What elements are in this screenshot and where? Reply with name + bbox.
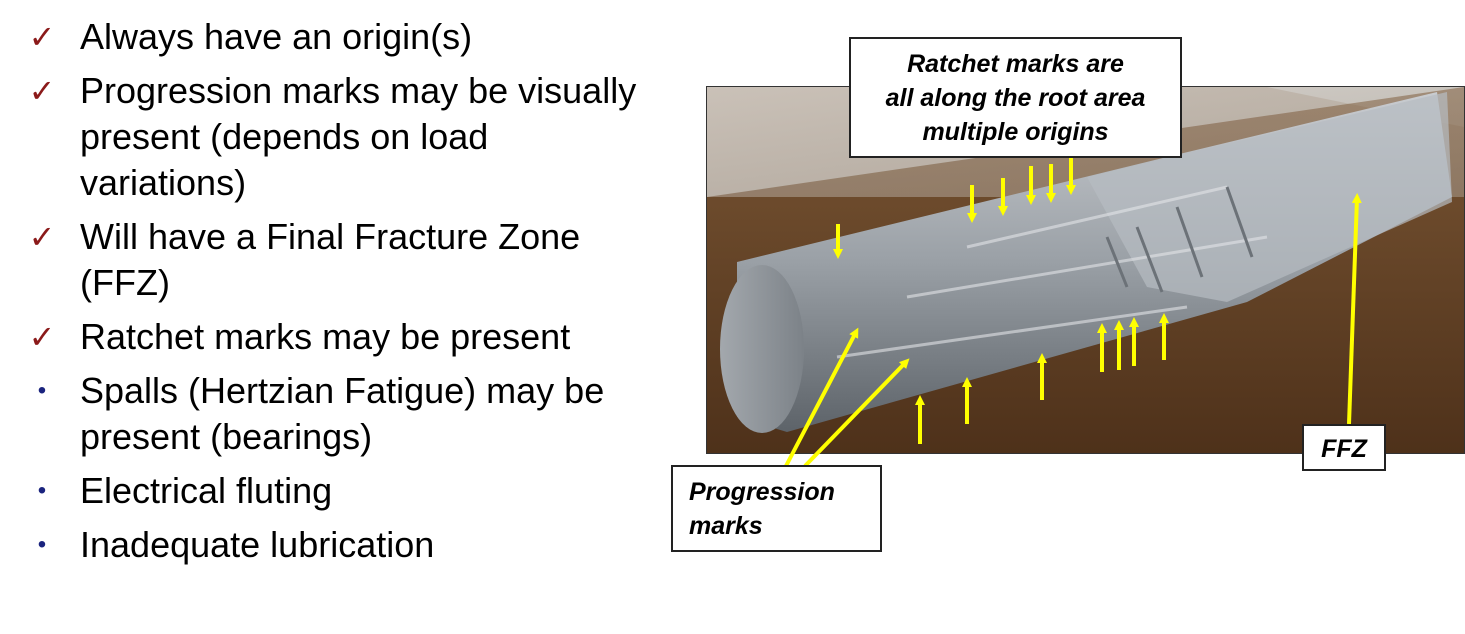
check-icon: ✓ [28,19,56,55]
bullet-text: Always have an origin(s) [80,16,473,57]
bullet-dot-icon: • [37,377,47,404]
ffz-callout: FFZ [1302,424,1386,471]
bullet-text: Inadequate lubrication [80,524,435,565]
bullet-text: Electrical fluting [80,470,333,511]
bullet-dot-icon: • [37,477,47,504]
ratchet-marks-callout: Ratchet marks are all along the root are… [849,37,1182,158]
bullet-item: • Inadequate lubrication [22,522,662,568]
bullet-item: ✓ Ratchet marks may be present [22,314,662,360]
progression-marks-callout: Progression marks [671,465,882,552]
bullet-dot-icon: • [37,531,47,558]
bullet-item: ✓ Always have an origin(s) [22,14,662,60]
check-icon: ✓ [28,219,56,255]
callout-line: FFZ [1321,435,1367,463]
callout-line: multiple origins [922,118,1109,146]
bullet-text: Progression marks may be visually presen… [80,70,637,203]
bullet-list: ✓ Always have an origin(s) ✓ Progression m… [22,14,662,576]
callout-line: all along the root area [885,84,1146,112]
bullet-text: Will have a Final Fracture Zone (FFZ) [80,216,581,303]
bullet-text: Spalls (Hertzian Fatigue) may be present… [80,370,605,457]
bullet-text: Ratchet marks may be present [80,316,571,357]
bullet-item: • Electrical fluting [22,468,662,514]
callout-line: Ratchet marks are [907,50,1124,78]
check-icon: ✓ [28,319,56,355]
callout-line: marks [689,512,763,540]
callout-line: Progression [689,478,835,506]
bullet-item: ✓ Progression marks may be visually prese… [22,68,662,206]
check-icon: ✓ [28,73,56,109]
bullet-item: • Spalls (Hertzian Fatigue) may be presen… [22,368,662,460]
bullet-item: ✓ Will have a Final Fracture Zone (FFZ) [22,214,662,306]
